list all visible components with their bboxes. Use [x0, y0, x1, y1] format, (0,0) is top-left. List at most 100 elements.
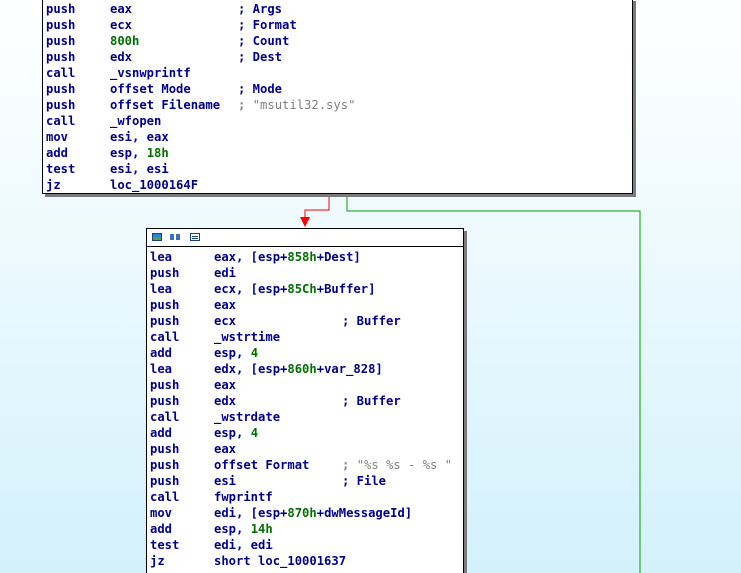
- mnemonic: add: [150, 346, 173, 360]
- operands: fwprintf: [214, 489, 273, 505]
- operand-part: +dwMessageId]: [316, 506, 413, 520]
- comment-part: ; Dest: [238, 50, 283, 64]
- mnemonic: test: [150, 538, 180, 552]
- mnemonic: test: [46, 162, 76, 176]
- operand-part: eax, [esp+: [214, 250, 288, 264]
- operand-part: _vsnwprintf: [110, 66, 191, 80]
- mnemonic: push: [150, 298, 180, 312]
- comment: ; Buffer: [342, 393, 401, 409]
- operand-part: 14h: [250, 522, 273, 536]
- operand-part: esp,: [110, 146, 147, 160]
- comment-part: ; Mode: [238, 82, 283, 96]
- operand-part: +var_828]: [316, 362, 383, 376]
- mnemonic: lea: [150, 282, 173, 296]
- operand-part: offset Mode: [110, 82, 191, 96]
- comment-part: ; Buffer: [342, 394, 401, 408]
- operand-part: loc_1000164F: [110, 178, 199, 192]
- comment-part: ; Args: [238, 2, 283, 16]
- operand-part: _wfopen: [110, 114, 162, 128]
- graph-color-icon[interactable]: [152, 233, 162, 241]
- operand-part: 870h: [287, 506, 317, 520]
- operand-part: esi, eax: [110, 130, 169, 144]
- operands: _wfopen: [110, 113, 161, 129]
- operand-part: _wstrdate: [214, 410, 281, 424]
- operand-part: 800h: [110, 34, 140, 48]
- operand-part: esp,: [214, 522, 251, 536]
- comment: ; "msutil32.sys": [238, 97, 355, 113]
- operand-part: eax: [110, 2, 133, 16]
- mnemonic: push: [150, 394, 180, 408]
- operands: offset Mode: [110, 81, 191, 97]
- false-branch-arrowhead: [300, 217, 310, 227]
- mnemonic: push: [46, 18, 76, 32]
- operands: esp, 4: [214, 425, 258, 441]
- code-block-1[interactable]: push eax ; Args push ecx ; Format push 800h ; Co…: [42, 0, 633, 194]
- operands: eax: [214, 377, 236, 393]
- mnemonic: call: [150, 410, 180, 424]
- operand-part: ecx: [214, 314, 237, 328]
- code-block-2[interactable]: lea eax, [esp+858h+Dest] push edi lea ecx, [e…: [146, 228, 464, 573]
- comment: ; Args: [238, 1, 282, 17]
- operands: edi: [214, 265, 236, 281]
- mnemonic: call: [46, 114, 76, 128]
- operand-part: edx: [214, 394, 237, 408]
- group-nodes-icon[interactable]: [170, 233, 181, 241]
- operand-part: fwprintf: [214, 490, 273, 504]
- operand-part: offset Filename: [110, 98, 221, 112]
- mnemonic: push: [46, 98, 76, 112]
- operand-part: offset Format: [214, 458, 310, 472]
- operand-part: +Dest]: [316, 250, 361, 264]
- operand-part: 85Ch: [287, 282, 317, 296]
- node-titlebar: [147, 229, 463, 247]
- mnemonic: push: [46, 82, 76, 96]
- operand-part: 4: [250, 346, 259, 360]
- mnemonic: push: [46, 34, 76, 48]
- mnemonic: add: [150, 426, 173, 440]
- mnemonic: push: [150, 266, 180, 280]
- operands: esi: [214, 473, 236, 489]
- operands: _vsnwprintf: [110, 65, 191, 81]
- operand-part: esi, esi: [110, 162, 169, 176]
- mnemonic: push: [150, 474, 180, 488]
- comment-part: ; Count: [238, 34, 290, 48]
- mnemonic: push: [150, 442, 180, 456]
- false-branch-edge: [304, 194, 330, 220]
- comment: ; Count: [238, 33, 289, 49]
- comment: ; Format: [238, 17, 297, 33]
- operands: ecx: [110, 17, 132, 33]
- operand-part: ecx, [esp+: [214, 282, 288, 296]
- operands: _wstrdate: [214, 409, 280, 425]
- mnemonic: jz: [46, 178, 61, 192]
- comment: ; Dest: [238, 49, 282, 65]
- operand-part: 858h: [287, 250, 317, 264]
- comment-part: ; Buffer: [342, 314, 401, 328]
- operands: edx: [110, 49, 132, 65]
- operand-part: esp,: [214, 346, 251, 360]
- mnemonic: jz: [150, 554, 165, 568]
- mnemonic: push: [46, 50, 76, 64]
- comment: ; "%s %s - %s ": [342, 457, 452, 473]
- mnemonic: call: [150, 330, 180, 344]
- operands: esi, eax: [110, 129, 169, 145]
- mnemonic: push: [150, 458, 180, 472]
- operand-part: edi, edi: [214, 538, 273, 552]
- operands: eax: [214, 441, 236, 457]
- node-text-icon[interactable]: [190, 233, 200, 241]
- comment: ; Mode: [238, 81, 282, 97]
- mnemonic: push: [46, 2, 76, 16]
- operands: loc_1000164F: [110, 177, 198, 193]
- operand-part: 4: [250, 426, 259, 440]
- operands: edi, edi: [214, 537, 273, 553]
- mnemonic: call: [46, 66, 76, 80]
- mnemonic: lea: [150, 250, 173, 264]
- operands: edx: [214, 393, 236, 409]
- comment-part: ; Format: [238, 18, 297, 32]
- comment-part: ; File: [342, 474, 387, 488]
- operand-part: eax: [214, 378, 237, 392]
- operands: edi, [esp+870h+dwMessageId]: [214, 505, 412, 521]
- mnemonic: mov: [46, 130, 69, 144]
- operand-part: eax: [214, 442, 237, 456]
- operand-part: 860h: [287, 362, 317, 376]
- operands: esp, 4: [214, 345, 258, 361]
